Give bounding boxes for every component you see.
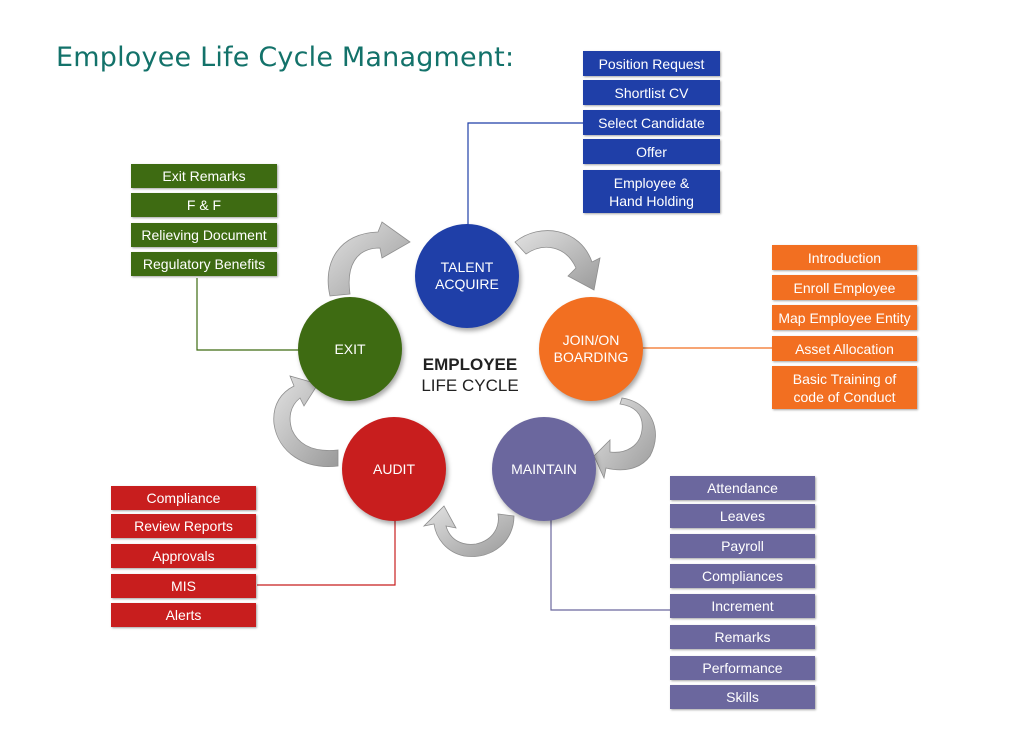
arrow-maintain-to-audit (422, 505, 515, 557)
join-item: Map Employee Entity (772, 305, 917, 330)
talent-item: Select Candidate (583, 110, 720, 135)
stage-exit: EXIT (298, 297, 402, 401)
maintain-item: Remarks (670, 625, 815, 649)
maintain-item: Payroll (670, 534, 815, 558)
arrow-join-to-maintain (593, 397, 656, 480)
maintain-item: Performance (670, 656, 815, 680)
talent-item: Shortlist CV (583, 80, 720, 105)
join-item: Introduction (772, 245, 917, 270)
talent-item: Position Request (583, 51, 720, 76)
exit-connector-line (196, 278, 302, 351)
maintain-item: Leaves (670, 504, 815, 528)
maintain-item: Attendance (670, 476, 815, 500)
arrow-talent-to-join (514, 230, 601, 291)
maintain-item: Compliances (670, 564, 815, 588)
audit-item: Approvals (111, 544, 256, 568)
center-title: EMPLOYEE (422, 355, 518, 374)
join-item: Asset Allocation (772, 336, 917, 361)
stage-talent-acquire: TALENT ACQUIRE (415, 224, 519, 328)
audit-item: MIS (111, 574, 256, 598)
audit-connector-line (257, 520, 396, 586)
join-item: Enroll Employee (772, 275, 917, 300)
talent-connector-line (467, 122, 585, 228)
stage-maintain: MAINTAIN (492, 417, 596, 521)
exit-item: Relieving Document (131, 223, 277, 247)
audit-item: Compliance (111, 486, 256, 510)
talent-item: Employee & Hand Holding (583, 170, 720, 213)
center-subtitle: LIFE CYCLE (421, 376, 519, 395)
exit-item: F & F (131, 193, 277, 217)
maintain-connector-line (550, 520, 670, 611)
stage-join-onboarding: JOIN/ON BOARDING (539, 297, 643, 401)
maintain-item: Increment (670, 594, 815, 618)
exit-item: Exit Remarks (131, 164, 277, 188)
arrow-audit-to-exit (273, 375, 339, 467)
stage-audit: AUDIT (342, 417, 446, 521)
page-title: Employee Life Cycle Managment: (56, 42, 515, 73)
maintain-item: Skills (670, 685, 815, 709)
talent-item: Offer (583, 139, 720, 164)
arrow-exit-to-talent (327, 221, 411, 297)
audit-item: Review Reports (111, 514, 256, 538)
audit-item: Alerts (111, 603, 256, 627)
exit-item: Regulatory Benefits (131, 252, 277, 276)
join-item: Basic Training of code of Conduct (772, 366, 917, 409)
